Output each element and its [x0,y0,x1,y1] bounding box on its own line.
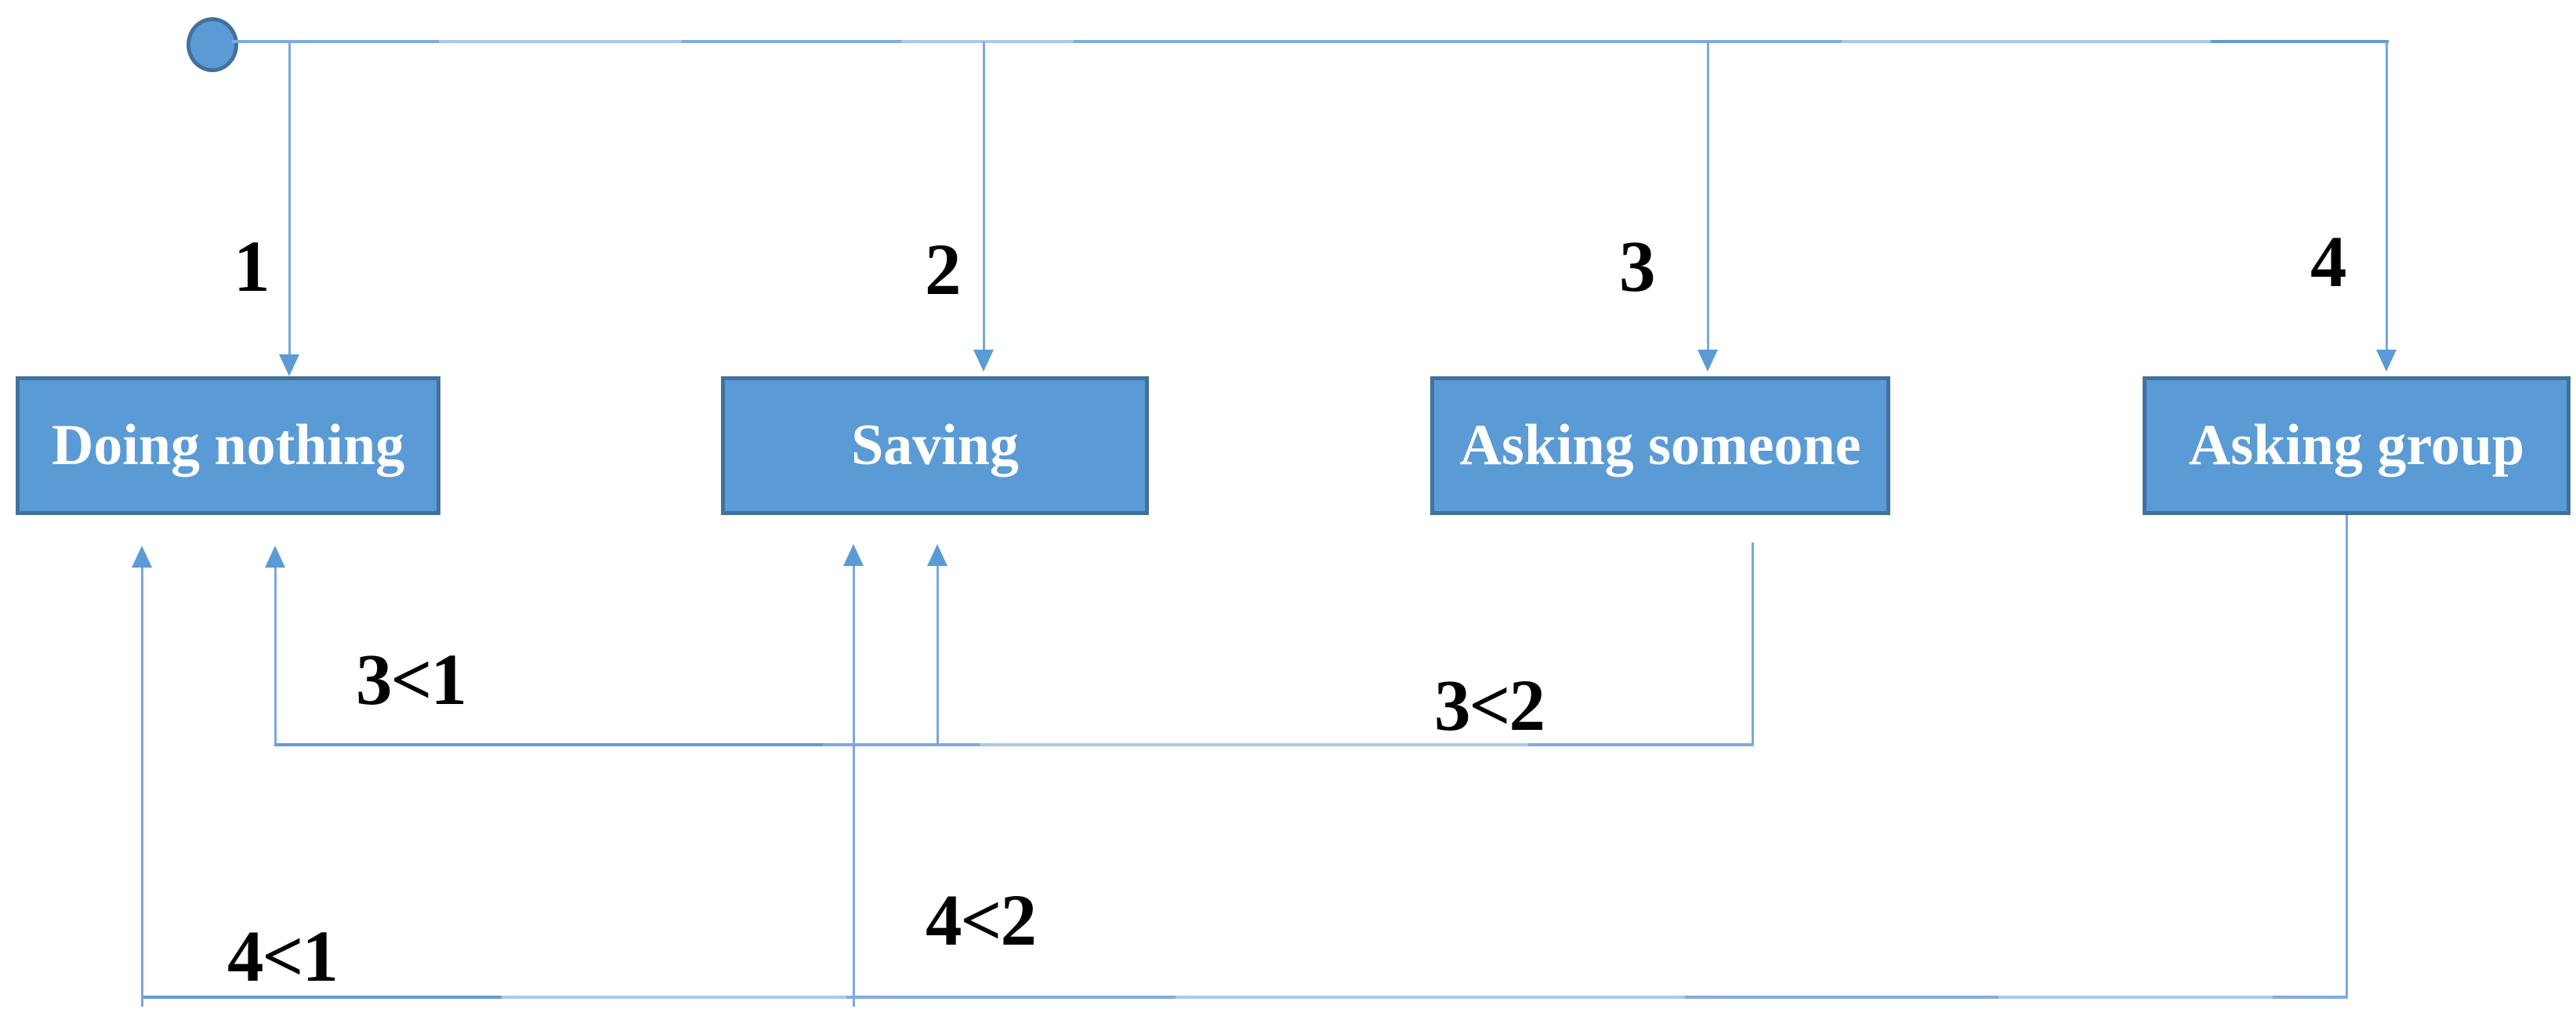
branch-number-label-2: 2 [925,230,961,310]
initial-state-node [187,17,238,72]
arrowhead-down-3-icon [1697,350,1718,372]
connector-overlap-segment [901,40,1074,43]
transition-label-3-lt-2: 3<2 [1434,666,1545,746]
arrowhead-down-2-icon [973,350,994,372]
connector-overlap-segment [1998,996,2273,999]
branch-line-4 [2386,42,2388,350]
connector-overlap-segment [2212,40,2389,43]
state-box-saving: Saving [721,376,1149,515]
branch-number-label-3: 3 [1619,227,1655,307]
arrowhead-up-3-to-2-icon [927,544,947,566]
arrowhead-up-4-to-1-icon [132,546,152,568]
state-box-label: Doing nothing [51,413,405,477]
transition-label-3-lt-1: 3<1 [356,640,467,720]
state-box-label: Asking group [2188,413,2525,477]
state-box-asking-group: Asking group [2143,376,2571,515]
return-line-3-to-1 [274,568,277,745]
branch-line-1 [288,42,291,354]
connector-overlap-segment [1176,996,1685,999]
transition-label-4-lt-1: 4<1 [227,916,339,997]
drop-line-from-asking-group [2346,515,2348,997]
return-line-4-to-2 [853,566,855,1007]
branch-line-2 [983,42,985,350]
arrowhead-down-4-icon [2376,350,2397,372]
arrowhead-up-4-to-2-icon [843,544,864,566]
branch-number-label-1: 1 [234,227,270,307]
return-line-4-to-1 [141,568,143,1007]
drop-line-from-asking-someone [1752,542,1754,745]
state-box-label: Saving [851,413,1019,477]
branch-number-label-4: 4 [2310,222,2346,303]
connector-overlap-segment [274,743,823,746]
state-box-doing-nothing: Doing nothing [16,376,440,515]
transition-label-4-lt-2: 4<2 [926,880,1037,961]
connector-overlap-segment [1842,40,2210,43]
connector-overlap-segment [141,996,502,999]
connector-overlap-segment [439,40,682,43]
connector-overlap-segment [502,996,846,999]
arrowhead-down-1-icon [279,354,299,376]
state-box-label: Asking someone [1459,413,1861,477]
top-rail-line [232,40,2389,43]
connector-overlap-segment [980,743,1528,746]
state-box-asking-someone: Asking someone [1430,376,1890,515]
return-line-3-to-2 [937,566,939,745]
arrowhead-up-3-to-1-icon [265,546,285,568]
branch-line-3 [1707,42,1709,350]
